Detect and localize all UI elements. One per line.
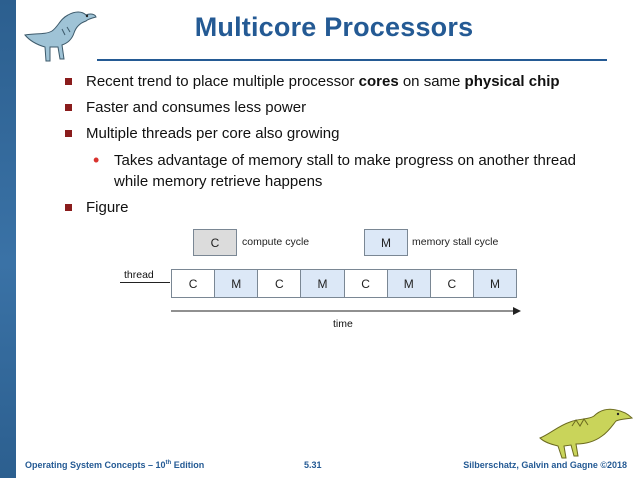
footer-book-title: Operating System Concepts – 10th Edition bbox=[25, 460, 205, 470]
legend-compute-label: compute cycle bbox=[242, 236, 310, 248]
memory-stall-cell: M bbox=[301, 270, 345, 297]
legend-memory-box: M bbox=[364, 229, 408, 256]
compute-cycle-cell: C bbox=[344, 270, 388, 297]
list-item: Faster and consumes less power bbox=[65, 98, 625, 118]
square-bullet-icon bbox=[65, 104, 72, 111]
footer-page-number: 5.31 bbox=[304, 460, 322, 470]
memory-stall-cell: M bbox=[215, 270, 259, 297]
legend-memory-label: memory stall cycle bbox=[412, 236, 499, 248]
footer-copyright: Silberschatz, Galvin and Gagne ©2018 bbox=[463, 460, 627, 470]
memory-stall-cell: M bbox=[473, 270, 516, 297]
sub-list-item: • Takes advantage of memory stall to mak… bbox=[93, 150, 576, 190]
time-label: time bbox=[333, 318, 353, 330]
bullet-list: Recent trend to place multiple processor… bbox=[65, 72, 625, 224]
dinosaur-logo-icon bbox=[24, 11, 97, 62]
round-bullet-icon: • bbox=[93, 150, 100, 170]
thread-label: thread bbox=[124, 269, 154, 281]
square-bullet-icon bbox=[65, 130, 72, 137]
title-underline bbox=[97, 59, 607, 61]
square-bullet-icon bbox=[65, 204, 72, 211]
page-title: Multicore Processors bbox=[194, 12, 474, 42]
compute-cycle-cell: C bbox=[172, 270, 216, 297]
square-bullet-icon bbox=[65, 78, 72, 85]
dinosaur-footer-icon bbox=[539, 408, 634, 459]
legend-compute-box: C bbox=[193, 229, 237, 256]
compute-cycle-cell: C bbox=[258, 270, 302, 297]
time-arrow-icon bbox=[171, 307, 521, 315]
compute-cycle-cell: C bbox=[430, 270, 474, 297]
list-item: Figure bbox=[65, 198, 625, 218]
thread-line bbox=[120, 282, 170, 283]
memory-stall-cell: M bbox=[387, 270, 431, 297]
list-item: Recent trend to place multiple processor… bbox=[65, 72, 625, 92]
cycle-strip: C M C M C M C M bbox=[171, 269, 517, 298]
list-item: Multiple threads per core also growing bbox=[65, 124, 625, 144]
left-accent-bar bbox=[0, 0, 16, 478]
